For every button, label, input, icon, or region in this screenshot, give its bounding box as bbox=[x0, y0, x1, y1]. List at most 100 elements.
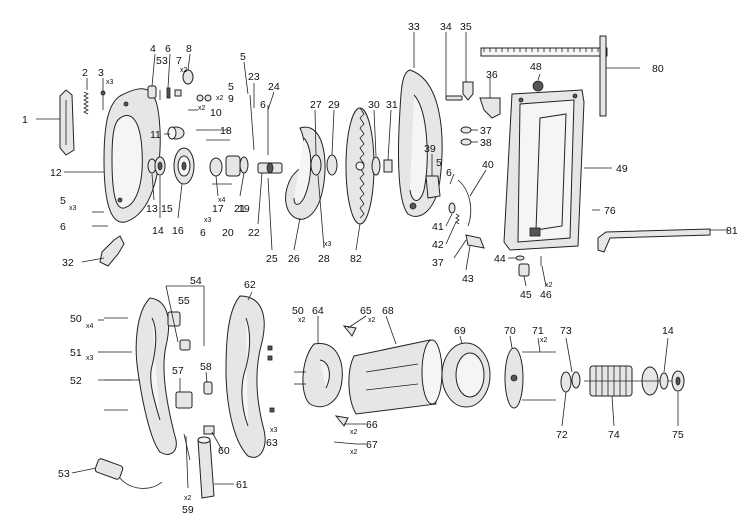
part-37-washer bbox=[460, 126, 472, 134]
label-28: 28 bbox=[318, 253, 330, 265]
label-15: 15 bbox=[161, 203, 173, 215]
label-73: 73 bbox=[560, 325, 572, 337]
qty-63: x3 bbox=[270, 427, 278, 434]
label-80: 80 bbox=[652, 63, 664, 75]
label-53: 53 bbox=[58, 468, 70, 480]
part-6-pin-top bbox=[166, 87, 171, 99]
part-25-wrench bbox=[267, 177, 273, 251]
part-29-flange bbox=[326, 154, 338, 176]
label-17: 17 bbox=[212, 203, 224, 215]
label-81: 81 bbox=[726, 225, 738, 237]
label-52: 52 bbox=[70, 375, 82, 387]
label-13: 13 bbox=[146, 203, 158, 215]
part-32-knob bbox=[99, 235, 125, 267]
part-2-spring bbox=[83, 91, 89, 115]
part-16-gear bbox=[173, 147, 195, 185]
part-61-aux-handle bbox=[197, 436, 215, 499]
part-66-brush bbox=[334, 415, 349, 427]
part-30-washer bbox=[371, 156, 381, 176]
label-14a: 14 bbox=[152, 225, 164, 237]
part-41-washer bbox=[448, 202, 456, 214]
label-18: 18 bbox=[220, 125, 232, 137]
part-43-lever bbox=[465, 234, 485, 249]
part-38-nut bbox=[460, 138, 472, 146]
part-74-armature bbox=[584, 365, 674, 397]
part-80-rip-fence bbox=[480, 35, 608, 117]
label-33: 33 bbox=[408, 21, 420, 33]
label-48: 48 bbox=[530, 61, 542, 73]
label-37a: 37 bbox=[480, 125, 492, 137]
part-27-washer bbox=[310, 154, 322, 176]
qty-6: x3 bbox=[204, 217, 212, 224]
label-20: 20 bbox=[222, 227, 234, 239]
label-25: 25 bbox=[266, 253, 278, 265]
part-65-brush bbox=[342, 325, 357, 337]
label-51: 51 bbox=[70, 347, 82, 359]
part-60-nut bbox=[203, 425, 215, 435]
label-16: 16 bbox=[172, 225, 184, 237]
part-72-bearing bbox=[560, 371, 572, 393]
part-4-spring bbox=[147, 85, 157, 99]
label-35: 35 bbox=[460, 21, 472, 33]
label-49: 49 bbox=[616, 163, 628, 175]
label-6c: 6 bbox=[200, 227, 206, 239]
label-7: 7 bbox=[176, 55, 182, 67]
part-49-base-plate bbox=[503, 89, 585, 251]
label-72: 72 bbox=[556, 429, 568, 441]
part-50b-screws bbox=[294, 371, 306, 385]
label-71: 71 bbox=[532, 325, 544, 337]
part-12-blade-guard bbox=[103, 88, 161, 223]
label-55: 55 bbox=[178, 295, 190, 307]
label-3: 3 bbox=[98, 67, 104, 79]
label-61: 61 bbox=[236, 479, 248, 491]
label-27: 27 bbox=[310, 99, 322, 111]
qty-51: x3 bbox=[86, 355, 94, 362]
label-63: 63 bbox=[266, 437, 278, 449]
part-71-screws bbox=[522, 351, 556, 401]
part-3-screw bbox=[100, 90, 106, 110]
label-67: 67 bbox=[366, 439, 378, 451]
part-number-labels: 1 2 3 x3 4 6 8 5 3 7 x2 5 x2 9 x2 10 11 … bbox=[22, 21, 738, 516]
label-42: 42 bbox=[432, 239, 444, 251]
part-69-stator bbox=[441, 342, 491, 408]
label-74: 74 bbox=[608, 429, 620, 441]
label-44: 44 bbox=[494, 253, 506, 265]
part-81-hex-key bbox=[597, 228, 711, 253]
label-29: 29 bbox=[328, 99, 340, 111]
label-4: 4 bbox=[150, 43, 156, 55]
qty-71: x2 bbox=[540, 337, 548, 344]
label-76: 76 bbox=[604, 205, 616, 217]
part-54-switch-parts bbox=[179, 339, 191, 351]
label-75: 75 bbox=[672, 429, 684, 441]
qty-19: x4 bbox=[218, 197, 226, 204]
label-5a: 5 bbox=[156, 55, 162, 67]
part-1-lever bbox=[59, 89, 75, 156]
part-14-bearing bbox=[659, 372, 669, 390]
label-6d: 6 bbox=[260, 99, 266, 111]
label-5d: 5 bbox=[240, 51, 246, 63]
label-6e: 6 bbox=[446, 167, 452, 179]
label-38: 38 bbox=[480, 137, 492, 149]
leader-lines bbox=[36, 32, 728, 489]
label-59: 59 bbox=[182, 504, 194, 516]
qty-28: x3 bbox=[324, 241, 332, 248]
qty-46: x2 bbox=[545, 282, 553, 289]
part-48-ball-knob bbox=[532, 80, 544, 92]
label-69: 69 bbox=[454, 325, 466, 337]
label-34: 34 bbox=[440, 21, 452, 33]
label-68: 68 bbox=[382, 305, 394, 317]
label-31: 31 bbox=[386, 99, 398, 111]
label-30: 30 bbox=[368, 99, 380, 111]
part-36-bracket bbox=[479, 97, 501, 119]
label-9: 9 bbox=[228, 93, 234, 105]
part-34-pin bbox=[445, 95, 463, 101]
qty-50: x4 bbox=[86, 323, 94, 330]
label-2: 2 bbox=[82, 67, 88, 79]
label-50b: 50 bbox=[292, 305, 304, 317]
part-75-bearing bbox=[671, 370, 685, 392]
part-20-spindle bbox=[225, 155, 241, 177]
part-31-bolt bbox=[383, 159, 393, 173]
qty-5: x3 bbox=[69, 205, 77, 212]
part-64-brush-cover bbox=[302, 343, 343, 408]
